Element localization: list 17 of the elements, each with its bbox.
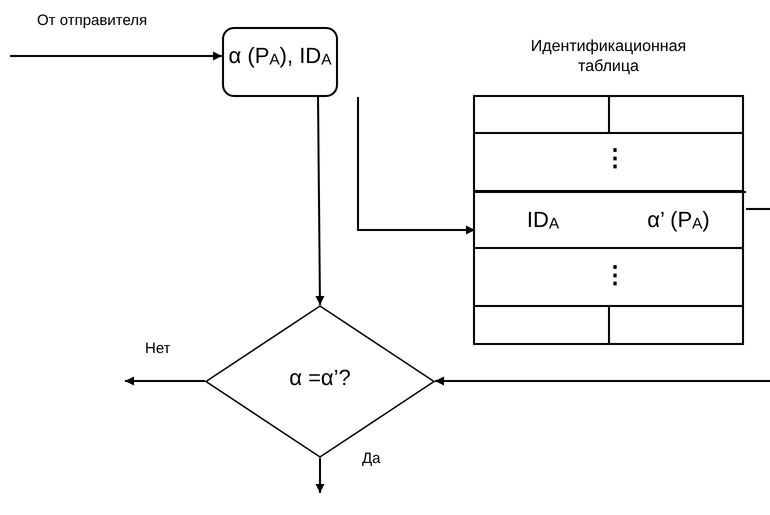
- table-heading: Идентификационная таблица: [530, 37, 688, 77]
- arrow: [357, 97, 475, 234]
- formula-text: ID$_{A}$: [526, 207, 560, 234]
- arrow: [10, 52, 222, 60]
- ellipsis-dots: ⋮: [603, 264, 627, 288]
- ellipsis-dots: ⋮: [603, 147, 627, 171]
- arrow: [316, 458, 324, 493]
- formula-text: α (P$_{A}$), ID$_{A}$: [228, 42, 332, 70]
- connector-line: [746, 208, 770, 210]
- arrow: [315, 97, 324, 305]
- arrow: [125, 376, 205, 386]
- edge-label: От отправителя: [35, 12, 150, 29]
- formula-text: α =α’?: [289, 364, 351, 390]
- edge-label: Да: [360, 450, 383, 467]
- formula-text: α’ (P$_{A}$): [647, 207, 710, 234]
- process-box: [222, 27, 338, 97]
- arrow: [435, 376, 770, 386]
